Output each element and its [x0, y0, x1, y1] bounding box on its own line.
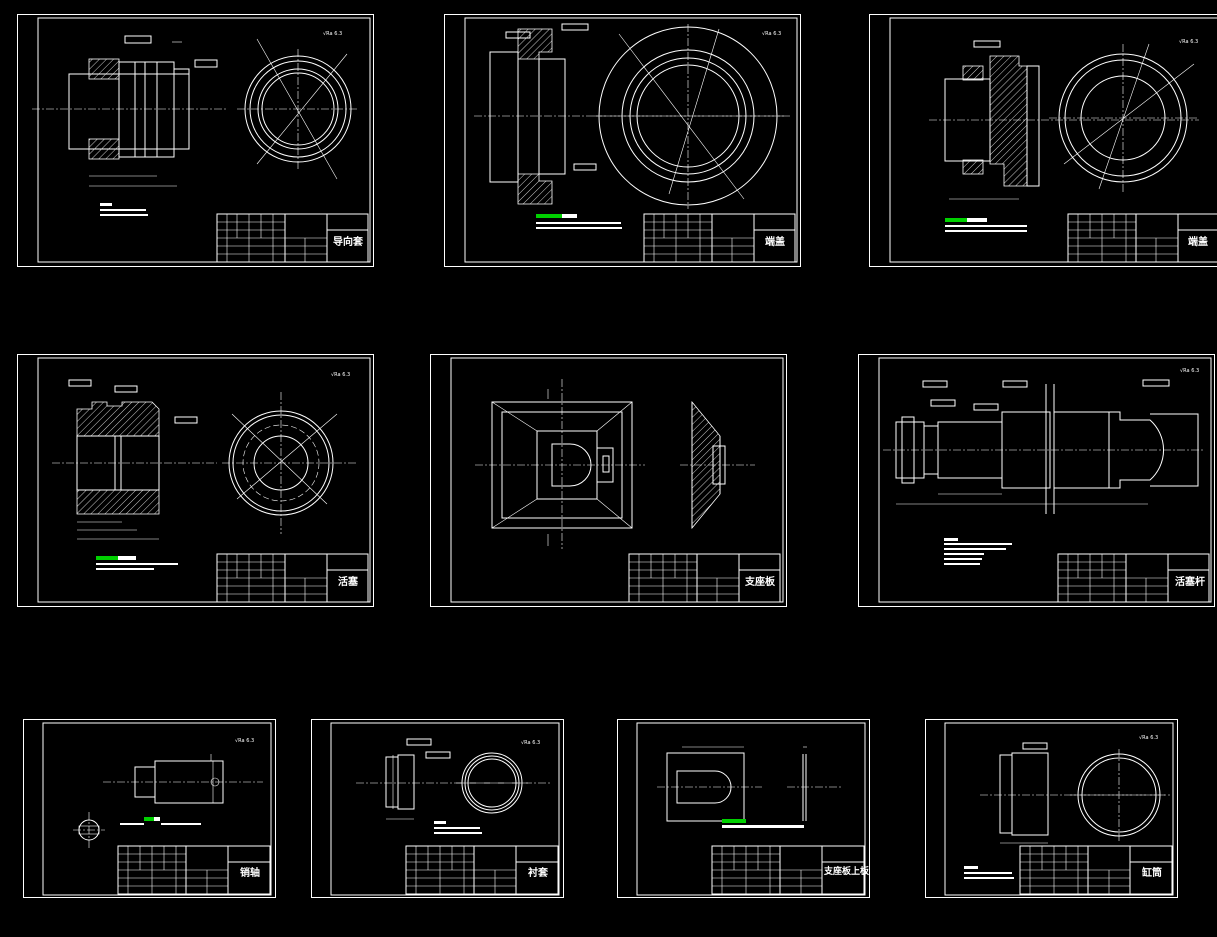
sheet-5-title: 支座板 — [745, 577, 775, 588]
drawing-sheet-1[interactable]: √Ra 6.3 导向套 — [17, 14, 374, 267]
drawing-sheet-4[interactable]: √Ra 6.3 活塞 — [17, 354, 374, 607]
sheet-4-title: 活塞 — [338, 577, 358, 588]
sheet-9-title: 支座板上板 — [824, 867, 870, 877]
sheet-7-title: 销轴 — [240, 868, 260, 879]
drawing-sheet-2[interactable]: √Ra 6.3 端盖 — [444, 14, 801, 267]
sheet-6-graphics: √Ra 6.3 — [858, 354, 1215, 607]
sheet-8-title: 衬套 — [528, 868, 548, 879]
drawing-sheet-10[interactable]: √Ra 6.3 缸筒 — [925, 719, 1178, 899]
svg-text:√Ra 6.3: √Ra 6.3 — [235, 738, 254, 744]
sheet-4-graphics: √Ra 6.3 — [17, 354, 374, 607]
sheet-3-graphics: √Ra 6.3 — [869, 14, 1217, 267]
sheet-3-title: 端盖 — [1188, 237, 1208, 248]
drawing-sheet-9[interactable]: 支座板上板 — [617, 719, 870, 899]
svg-text:√Ra 6.3: √Ra 6.3 — [1180, 368, 1199, 374]
sheet-5-graphics — [430, 354, 787, 607]
sheet-2-title: 端盖 — [765, 237, 785, 248]
svg-text:√Ra 6.3: √Ra 6.3 — [762, 31, 781, 37]
sheet-8-graphics: √Ra 6.3 — [311, 719, 564, 898]
drawing-sheet-5[interactable]: 支座板 — [430, 354, 787, 607]
sheet-10-graphics: √Ra 6.3 — [925, 719, 1178, 898]
sheet-2-graphics: √Ra 6.3 — [444, 14, 801, 267]
svg-text:√Ra 6.3: √Ra 6.3 — [1139, 735, 1158, 741]
sheet-6-title: 活塞杆 — [1175, 577, 1205, 588]
svg-text:√Ra 6.3: √Ra 6.3 — [1179, 39, 1198, 45]
sheet-10-title: 缸筒 — [1142, 868, 1162, 879]
svg-text:√Ra 6.3: √Ra 6.3 — [331, 372, 350, 378]
drawing-sheet-3[interactable]: √Ra 6.3 端盖 — [869, 14, 1217, 267]
sheet-1-title: 导向套 — [333, 237, 363, 248]
drawing-sheet-7[interactable]: √Ra 6.3 销轴 — [23, 719, 276, 899]
svg-text:√Ra 6.3: √Ra 6.3 — [323, 31, 342, 37]
drawing-sheet-8[interactable]: √Ra 6.3 衬套 — [311, 719, 564, 899]
svg-text:√Ra 6.3: √Ra 6.3 — [521, 740, 540, 746]
sheet-1-graphics: √Ra 6.3 — [17, 14, 374, 267]
drawing-sheet-6[interactable]: √Ra 6.3 活塞杆 — [858, 354, 1216, 607]
sheet-9-graphics — [617, 719, 870, 898]
sheet-7-graphics: √Ra 6.3 — [23, 719, 276, 898]
